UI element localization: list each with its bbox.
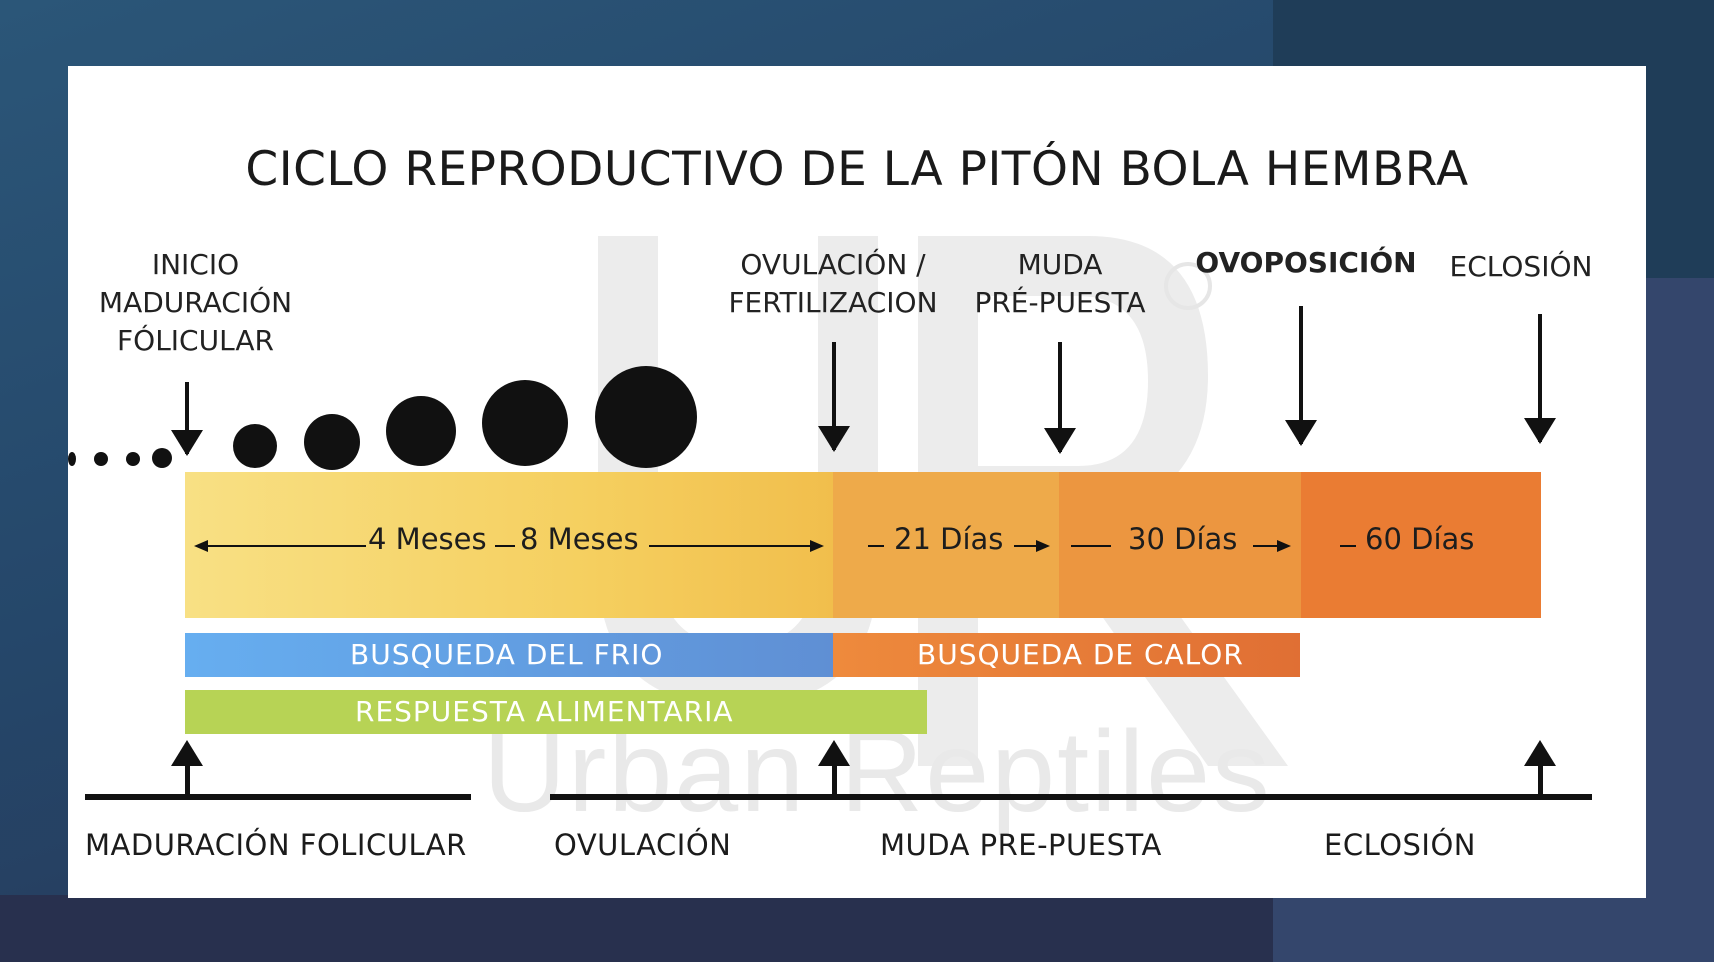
down-arrow-ovoposicion (1285, 306, 1317, 446)
up-arrow-maduracion (171, 740, 203, 796)
band-label: RESPUESTA ALIMENTARIA (355, 695, 734, 728)
band-busqueda-calor: BUSQUEDA DE CALOR (833, 633, 1300, 677)
follicle-dot (94, 452, 108, 466)
bottom-label-eclosion: ECLOSIÓN (1324, 828, 1477, 862)
follicle-circle (386, 396, 456, 466)
bottom-label-muda: MUDA PRE-PUESTA (880, 828, 1162, 862)
band-respuesta-alimentaria: RESPUESTA ALIMENTARIA (185, 690, 927, 734)
duration-line (1253, 545, 1279, 547)
follicle-dot (126, 452, 140, 466)
duration-dash (1340, 545, 1356, 547)
up-arrow-eclosion (1524, 740, 1556, 796)
follicle-circle (482, 380, 568, 466)
duration-line (1014, 545, 1038, 547)
band-busqueda-frio: BUSQUEDA DEL FRIO (185, 633, 833, 677)
event-label-ovulacion: OVULACIÓN / FERTILIZACION (728, 248, 938, 319)
duration-30-dias: 30 Días (1128, 522, 1238, 556)
duration-line (206, 545, 366, 547)
event-label-ovoposicion: OVOPOSICIÓN (1195, 246, 1417, 279)
duration-dash (495, 545, 515, 547)
baseline-left (85, 794, 471, 800)
duration-line (649, 545, 812, 547)
band-label: BUSQUEDA DE CALOR (917, 638, 1244, 671)
arrow-head-right (810, 540, 824, 552)
follicle-dot (152, 448, 172, 468)
follicle-circle (304, 414, 360, 470)
band-label: BUSQUEDA DEL FRIO (350, 638, 664, 671)
down-arrow-ovulacion (818, 342, 850, 452)
down-arrow-inicio (171, 382, 203, 456)
up-arrow-ovulacion (818, 740, 850, 796)
duration-4-meses: 4 Meses (368, 522, 487, 556)
duration-dash (868, 545, 884, 547)
duration-8-meses: 8 Meses (520, 522, 639, 556)
event-label-eclosion: ECLOSIÓN (1449, 250, 1593, 283)
bottom-label-maduracion: MADURACIÓN FOLICULAR (85, 828, 467, 862)
duration-21-dias: 21 Días (894, 522, 1004, 556)
bottom-label-ovulacion: OVULACIÓN (554, 828, 732, 862)
follicle-circle (595, 366, 697, 468)
page-title: CICLO REPRODUCTIVO DE LA PITÓN BOLA HEMB… (245, 142, 1469, 197)
arrow-head-right (1277, 540, 1291, 552)
follicle-circle (233, 424, 277, 468)
event-label-inicio: INICIO MADURACIÓN FÓLICULAR (98, 248, 293, 357)
duration-dash (1071, 545, 1111, 547)
background-panel (0, 895, 1273, 962)
arrow-head-right (1036, 540, 1050, 552)
down-arrow-eclosion (1524, 314, 1556, 444)
duration-60-dias: 60 Días (1365, 522, 1475, 556)
follicle-dot (68, 452, 76, 466)
timeline-bar (185, 472, 1541, 618)
down-arrow-muda (1044, 342, 1076, 454)
arrow-head-left (194, 540, 208, 552)
baseline-right (550, 794, 1592, 800)
slide-card: Urban Reptiles CICLO REPRODUCTIVO DE LA … (68, 66, 1646, 898)
event-label-muda: MUDA PRÉ-PUESTA (974, 248, 1146, 319)
